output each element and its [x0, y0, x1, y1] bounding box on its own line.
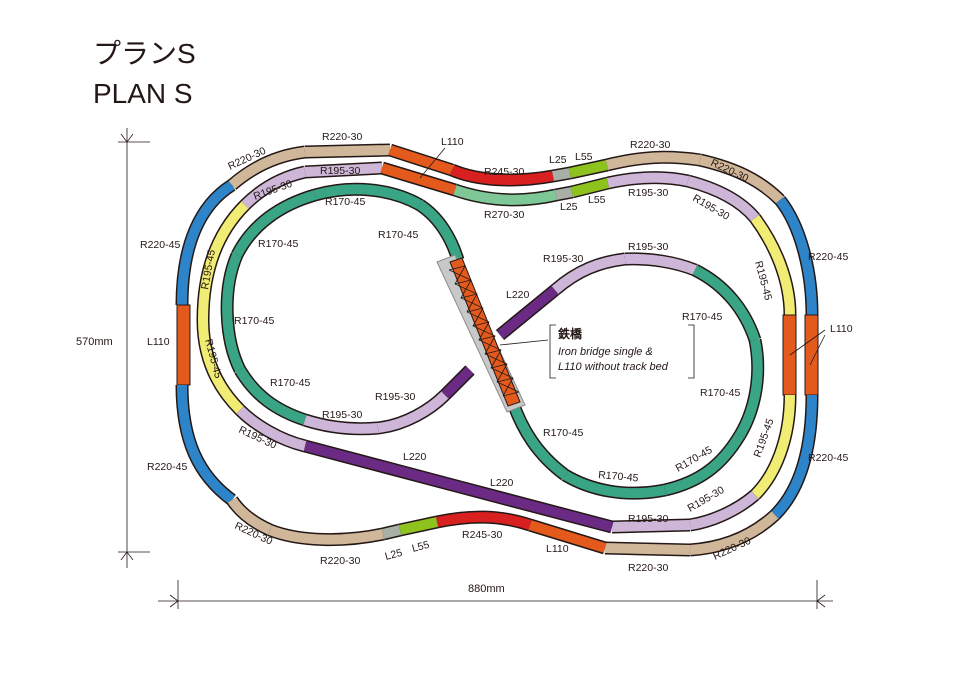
label-r195-45-right-upper: R195-45	[752, 260, 774, 302]
height-label: 570mm	[76, 336, 113, 348]
width-dimension	[158, 580, 833, 609]
plan-title-en: PLAN S	[93, 78, 193, 109]
label-r195-30-top: R195-30	[320, 165, 360, 177]
label-r195-30-inner-left: R195-30	[322, 409, 362, 421]
second-loop	[196, 161, 797, 534]
label-r220-30-top-right: R220-30	[630, 139, 670, 151]
bridge-note-jp: 鉄橋	[558, 326, 583, 341]
label-r195-30-inner-left2: R195-30	[375, 391, 415, 403]
label-r220-45-left-upper: R220-45	[140, 239, 180, 251]
label-r170-45-right-top: R170-45	[682, 311, 722, 323]
l110-leaders	[419, 147, 826, 366]
width-label: 880mm	[468, 583, 505, 595]
label-r220-30-bottom-mid: R220-30	[628, 562, 668, 574]
label-r245-30-bottom: R245-30	[462, 529, 502, 541]
label-r170-45-bottom: R170-45	[598, 469, 639, 484]
label-r170-45-left: R170-45	[234, 315, 274, 327]
height-dimension	[118, 128, 150, 568]
label-r170-45-bottom-left2: R170-45	[543, 427, 583, 439]
label-r220-45-left-lower: R220-45	[147, 461, 187, 473]
plan-title-jp: プランS	[93, 38, 196, 69]
label-l220-upper: L220	[506, 289, 530, 301]
label-r245-30-top: R245-30	[484, 166, 524, 178]
label-r170-45-top-left: R170-45	[258, 238, 298, 250]
label-l110-left: L110	[147, 336, 170, 348]
track-l110-right-inner	[782, 314, 797, 396]
bridge-callout	[499, 324, 695, 379]
label-l220-lower-left: L220	[403, 451, 427, 463]
bridge-note-line2: L110 without track bed	[558, 361, 669, 373]
label-r195-30-right-top: R195-30	[628, 187, 668, 199]
label-l220-lower-right: L220	[490, 477, 514, 489]
label-l110-top: L110	[441, 136, 464, 148]
label-r270-30: R270-30	[484, 209, 524, 221]
label-l55-second: L55	[588, 194, 606, 206]
bridge-note-line1: Iron bridge single &	[558, 346, 653, 358]
label-r220-30-top: R220-30	[322, 131, 362, 143]
track-l110-left	[176, 304, 191, 386]
label-r195-30-right-loop-top: R195-30	[543, 253, 583, 265]
label-r195-45-right-lower: R195-45	[752, 417, 777, 459]
label-r170-45-bottom-left: R170-45	[270, 377, 310, 389]
label-r220-30-top-corner: R220-30	[709, 157, 751, 185]
label-r195-30-right-loop-top2: R195-30	[628, 241, 668, 253]
label-l55-top: L55	[575, 151, 593, 163]
label-r195-30-bottom: R195-30	[628, 513, 668, 525]
label-r220-45-right-upper: R220-45	[808, 251, 848, 263]
label-l25-bottom: L25	[384, 547, 404, 563]
outer-loop	[175, 143, 819, 557]
label-r220-30-bottom-left: R220-30	[320, 555, 360, 567]
label-l55-bottom: L55	[411, 539, 431, 555]
label-l110-right: L110	[830, 323, 853, 335]
label-l25-top: L25	[549, 154, 567, 166]
label-r220-45-right-lower: R220-45	[808, 452, 848, 464]
label-r170-45-top-right: R170-45	[378, 229, 418, 241]
label-r170-45-top: R170-45	[325, 196, 365, 208]
label-l110-bottom: L110	[546, 543, 569, 555]
iron-bridge	[436, 254, 526, 413]
label-r170-45-right: R170-45	[700, 387, 740, 399]
label-l25-second: L25	[560, 201, 578, 213]
figure-eight	[220, 182, 765, 500]
track-l110-right-outer	[804, 314, 819, 396]
